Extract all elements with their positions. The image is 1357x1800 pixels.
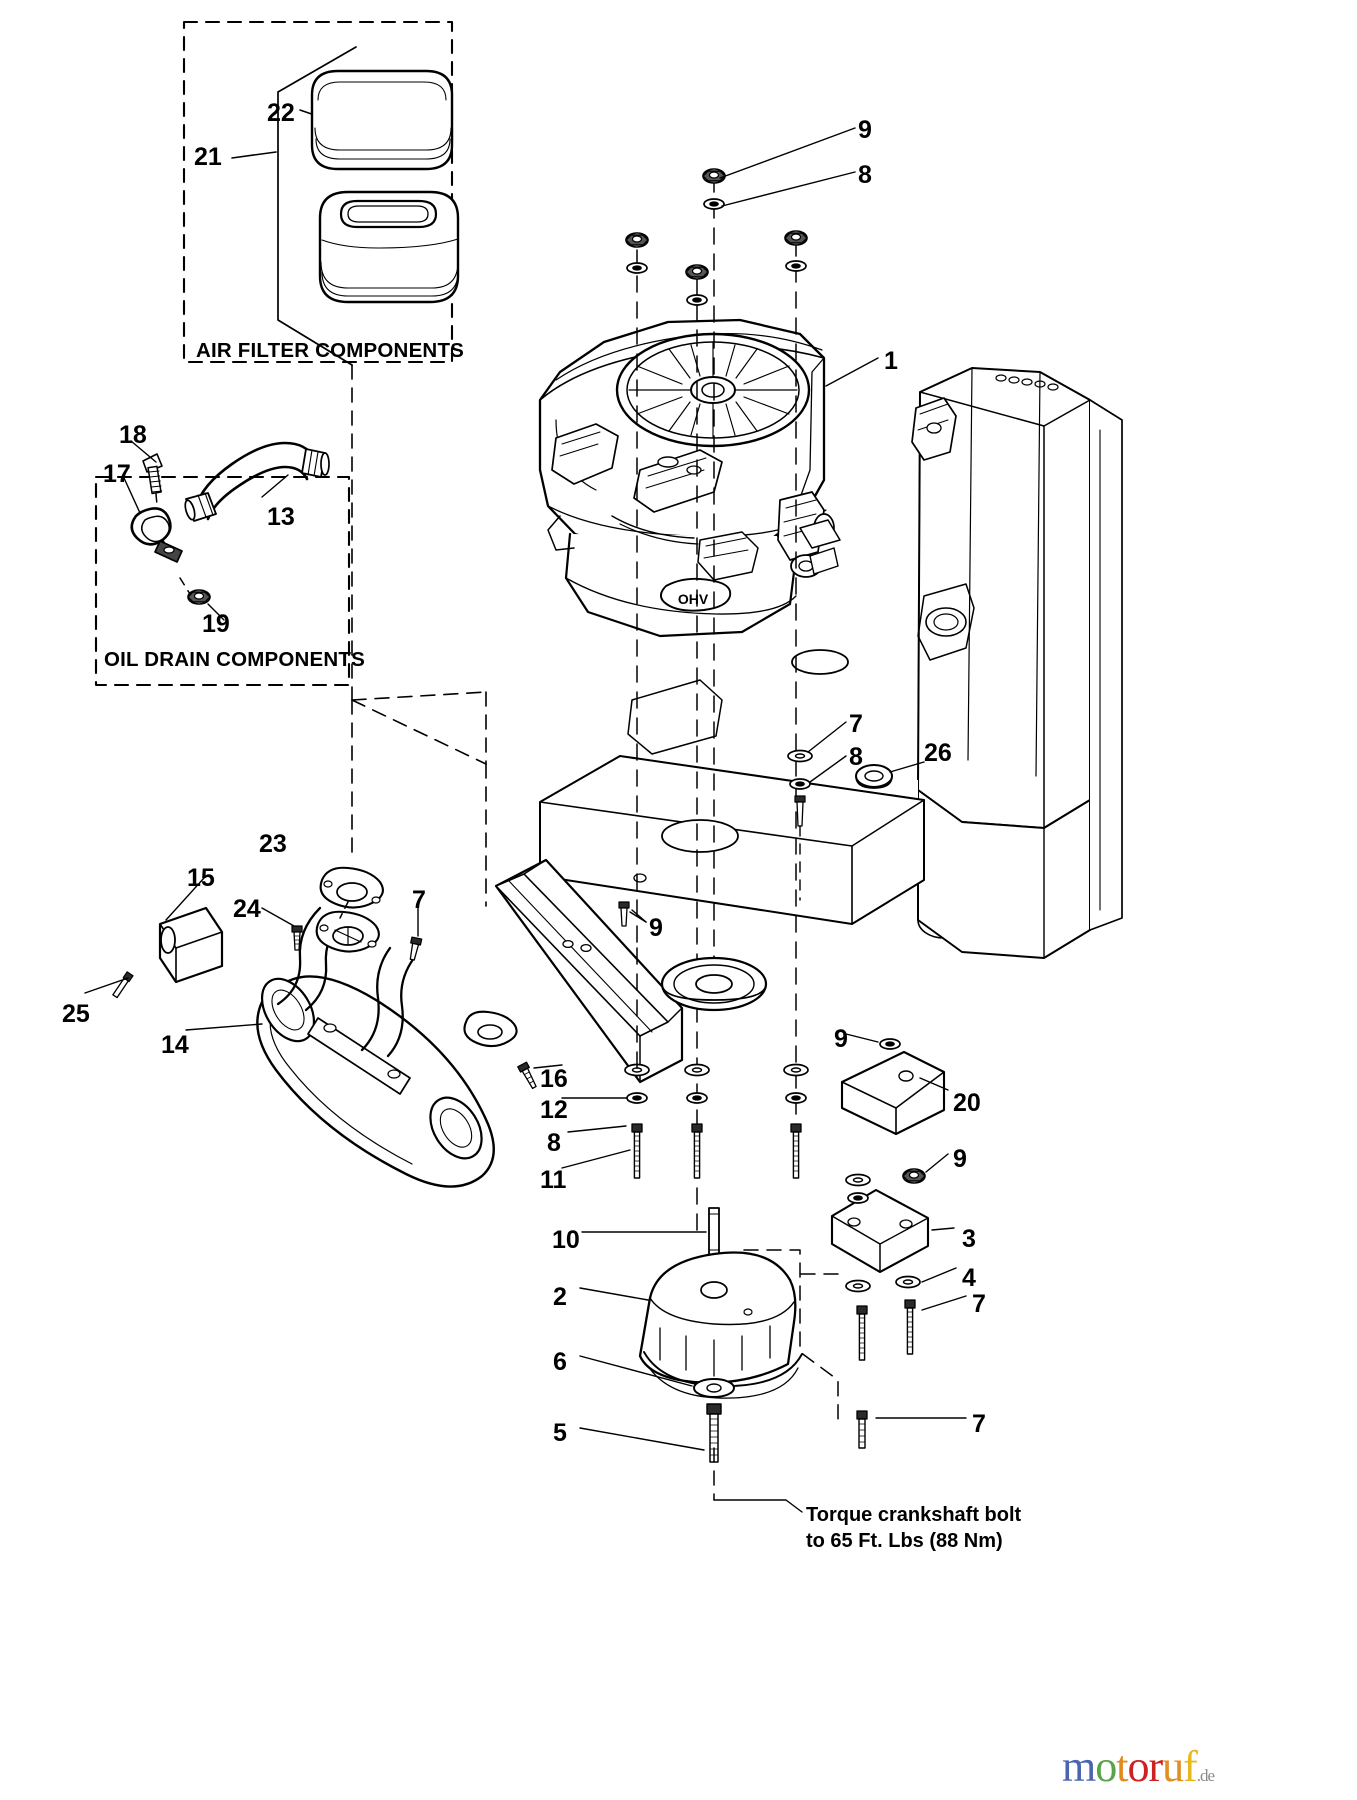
callout-10: 10 [552,1226,580,1254]
torque-note: Torque crankshaft bolt to 65 Ft. Lbs (88… [806,1502,1021,1555]
watermark-letter: r [1148,1742,1163,1791]
callout-5: 5 [553,1419,567,1447]
callout-1-engine: 1 [884,347,898,375]
callout-18: 18 [119,421,147,449]
callout-8-top: 8 [858,161,872,189]
callout-2: 2 [553,1283,567,1311]
callout-14: 14 [161,1031,189,1059]
callout-25: 25 [62,1000,90,1028]
callout-6: 6 [553,1348,567,1376]
callout-3: 3 [962,1225,976,1253]
callout-15: 15 [187,864,215,892]
svg-text:OHV: OHV [678,591,709,607]
callout-24: 24 [233,895,261,923]
torque-note-line2: to 65 Ft. Lbs (88 Nm) [806,1530,1003,1553]
callout-21: 21 [194,143,222,171]
torque-note-line1: Torque crankshaft bolt [806,1504,1022,1526]
callout-19: 19 [202,610,230,638]
callout-7-br1: 7 [972,1290,986,1318]
panel-label-air-filter: AIR FILTER COMPONENTS [196,339,465,362]
callout-13: 13 [267,503,295,531]
callout-9-shield: 9 [649,914,663,942]
callout-8-mid: 8 [849,743,863,771]
callout-9-bot: 9 [953,1145,967,1173]
watermark-letter: t [1116,1742,1128,1791]
callout-7-mid: 7 [849,710,863,738]
callout-20: 20 [953,1089,981,1117]
watermark-letter: f [1183,1742,1198,1791]
watermark-letter: m [1062,1742,1096,1791]
motoruf-watermark: motoruf.de [1062,1742,1215,1791]
callout-22: 22 [267,99,295,127]
callout-9-top: 9 [858,116,872,144]
watermark-suffix: .de [1196,1766,1215,1785]
callout-26: 26 [924,739,952,767]
callout-4: 4 [962,1264,976,1292]
callout-17: 17 [103,460,131,488]
watermark-letter: o [1095,1742,1117,1791]
callout-16: 16 [540,1065,568,1093]
callout-11: 11 [540,1166,567,1194]
callout-23: 23 [259,830,287,858]
callout-9-right: 9 [834,1025,848,1053]
callout-7-br2: 7 [972,1410,986,1438]
callout-12: 12 [540,1096,568,1124]
callout-7-left: 7 [412,886,426,914]
panel-label-oil-drain: OIL DRAIN COMPONENTS [104,648,366,671]
watermark-letter: u [1162,1742,1184,1791]
callout-8-bot: 8 [547,1129,561,1157]
watermark-letter: o [1127,1742,1149,1791]
